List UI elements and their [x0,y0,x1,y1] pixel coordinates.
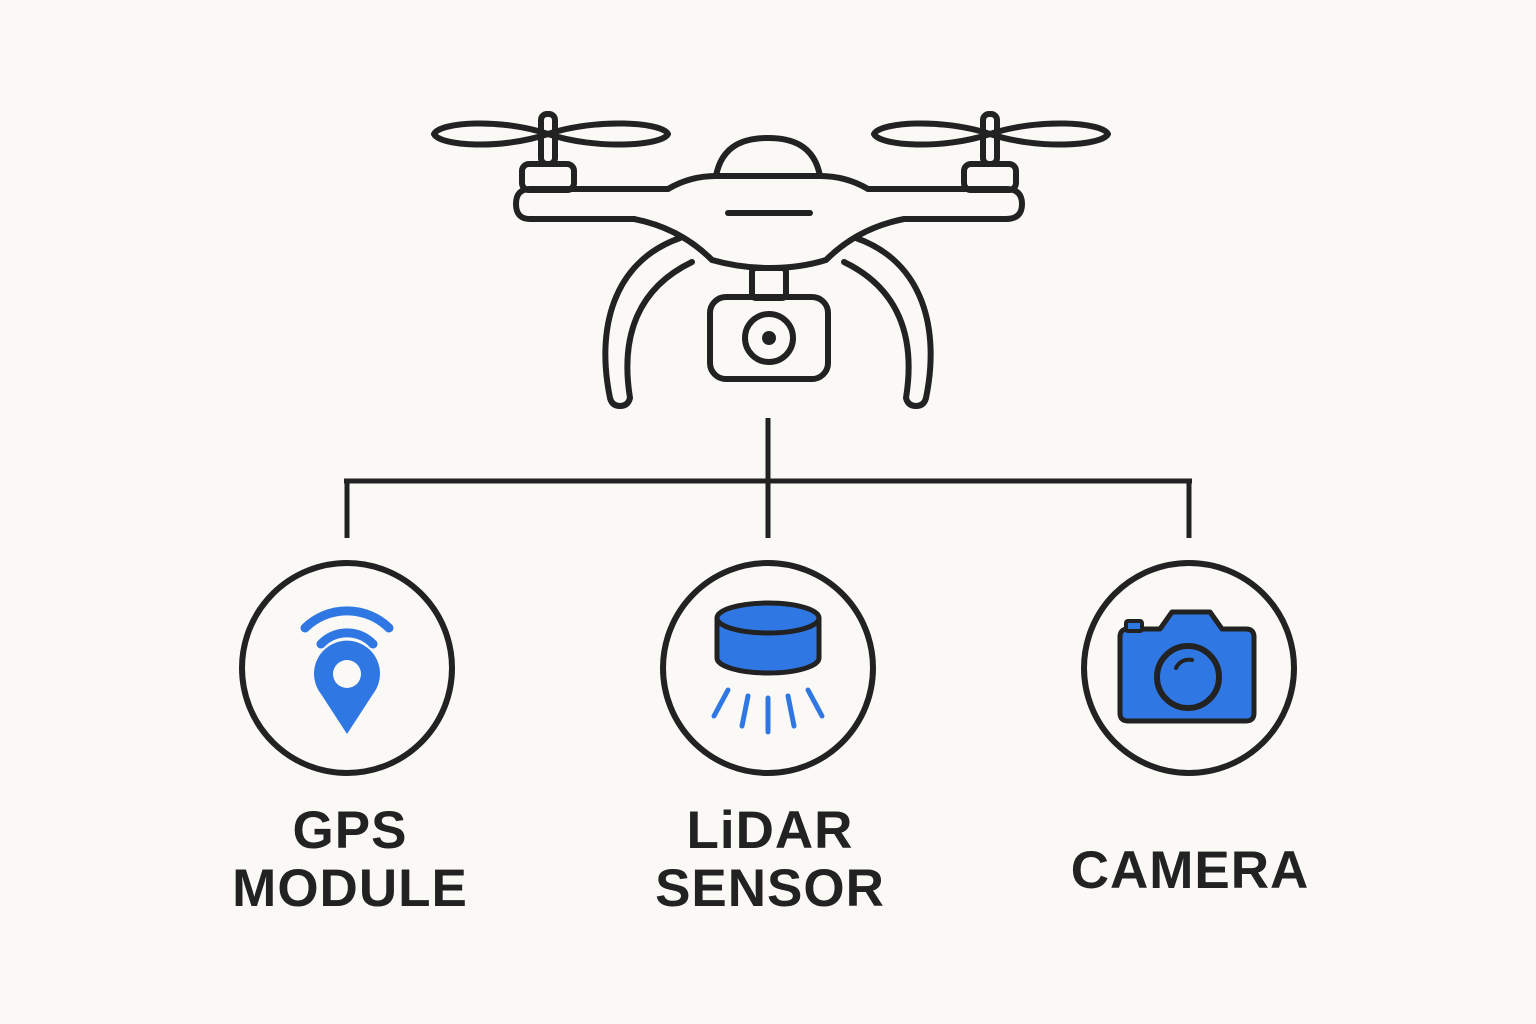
node-gps [239,560,455,776]
drone-icon [431,111,1111,409]
label-line: LiDAR [686,801,854,860]
camera-icon [1117,609,1257,724]
label-lidar-sensor: LiDAR SENSOR [610,801,930,919]
drone-body [513,173,1025,271]
node-camera [1081,560,1297,776]
label-line: CAMERA [1070,841,1310,900]
label-gps-module: GPS MODULE [190,801,510,919]
gps-node-circle [239,560,455,776]
drone-dome [713,135,823,179]
connector-lines [344,418,1192,538]
node-lidar [660,560,876,776]
lidar-node-circle [660,560,876,776]
camera-node-circle [1081,560,1297,776]
gps-pin-icon [300,606,394,734]
left-propeller [431,111,671,193]
label-line: SENSOR [655,859,885,919]
label-line: GPS [292,801,408,860]
label-line: MODULE [232,859,468,919]
lidar-sensor-icon [711,600,825,735]
right-landing-leg [841,235,934,409]
right-propeller [871,111,1111,193]
left-landing-leg [602,235,695,409]
drone-camera [707,265,831,382]
label-camera: CAMERA [1030,841,1350,900]
